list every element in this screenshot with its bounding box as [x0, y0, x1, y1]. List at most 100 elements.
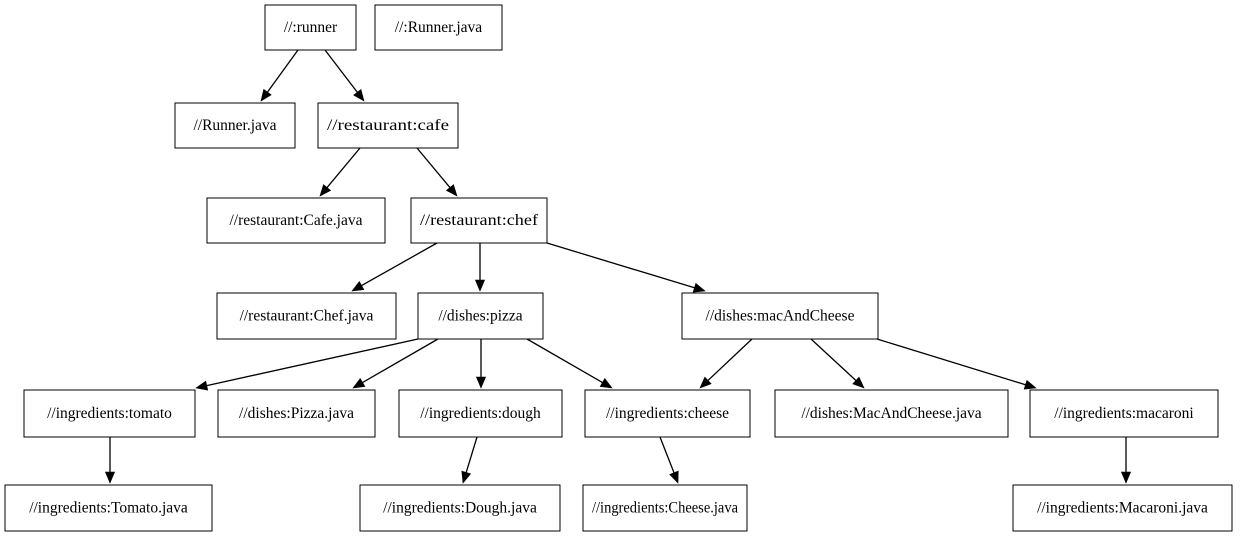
- edges-layer: [104, 49, 1132, 484]
- edge-line: [416, 147, 451, 188]
- edge-arrowhead-icon: [445, 184, 458, 197]
- node-label: //Runner.java: [193, 117, 276, 134]
- node-box[interactable]: [217, 389, 376, 438]
- node-box[interactable]: [4, 484, 213, 532]
- graph-edge: [319, 147, 361, 197]
- graph-node-MacAndCheese_java[interactable]: //dishes:MacAndCheese.java: [774, 389, 1009, 438]
- node-label: //ingredients:macaroni: [1054, 405, 1194, 422]
- node-label: //dishes:Pizza.java: [239, 405, 354, 422]
- node-label: //:Runner.java: [395, 19, 483, 36]
- node-box[interactable]: [1029, 389, 1219, 438]
- edge-arrowhead-icon: [475, 376, 487, 389]
- graph-edge: [351, 242, 438, 292]
- node-label: //dishes:MacAndCheese.java: [801, 405, 981, 422]
- node-box[interactable]: [584, 389, 751, 438]
- graph-node-Tomato_java[interactable]: //ingredients:Tomato.java: [4, 484, 213, 532]
- edge-arrowhead-icon: [353, 88, 365, 102]
- node-label: //ingredients:cheese: [606, 405, 729, 422]
- graph-node-Cafe_java[interactable]: //restaurant:Cafe.java: [206, 197, 386, 244]
- node-label: //ingredients:dough: [420, 405, 541, 422]
- node-box[interactable]: [1012, 484, 1233, 532]
- graph-edge: [526, 338, 613, 389]
- graph-node-chef[interactable]: //restaurant:chef: [410, 197, 548, 244]
- graph-node-Macaroni_java[interactable]: //ingredients:Macaroni.java: [1012, 484, 1233, 532]
- edge-arrowhead-icon: [1023, 379, 1037, 390]
- node-label: //:runner: [284, 19, 338, 36]
- graph-edge: [474, 243, 486, 292]
- node-box[interactable]: [582, 484, 748, 532]
- edge-line: [266, 49, 299, 93]
- edge-arrowhead-icon: [599, 377, 613, 389]
- graph-edge: [416, 147, 458, 197]
- edge-arrowhead-icon: [692, 282, 706, 293]
- edge-arrowhead-icon: [1120, 471, 1132, 484]
- edge-line: [659, 436, 675, 473]
- node-label: //restaurant:Cafe.java: [230, 212, 363, 229]
- graph-edge: [475, 339, 487, 389]
- edge-arrowhead-icon: [461, 470, 472, 484]
- edge-line: [707, 338, 753, 381]
- graph-node-tomato[interactable]: //ingredients:tomato: [23, 389, 196, 438]
- edge-line: [326, 147, 361, 188]
- edge-line: [362, 338, 439, 384]
- node-label: //ingredients:Macaroni.java: [1037, 500, 1208, 517]
- graph-edge: [876, 338, 1037, 390]
- node-box[interactable]: [398, 389, 563, 438]
- edge-arrowhead-icon: [319, 184, 332, 197]
- graph-node-dough[interactable]: //ingredients:dough: [398, 389, 563, 438]
- node-box[interactable]: [206, 197, 386, 244]
- node-box[interactable]: [410, 197, 548, 244]
- graph-edge: [195, 338, 419, 391]
- graph-node-cafe[interactable]: //restaurant:cafe: [317, 102, 459, 149]
- edge-line: [324, 49, 358, 93]
- edge-line: [546, 242, 695, 289]
- edge-line: [361, 242, 438, 287]
- edge-line: [526, 338, 603, 384]
- node-box[interactable]: [374, 4, 503, 51]
- node-label: //dishes:macAndCheese: [706, 308, 855, 325]
- node-box[interactable]: [417, 292, 544, 340]
- edge-arrowhead-icon: [104, 471, 116, 484]
- node-label: //ingredients:Dough.java: [383, 500, 537, 517]
- node-label: //dishes:pizza: [438, 308, 522, 325]
- graph-node-Dough_java[interactable]: //ingredients:Dough.java: [359, 484, 561, 532]
- node-box[interactable]: [264, 4, 357, 51]
- node-box[interactable]: [23, 389, 196, 438]
- node-box[interactable]: [317, 102, 459, 149]
- node-box[interactable]: [359, 484, 561, 532]
- node-label: //restaurant:Chef.java: [240, 308, 374, 325]
- graph-node-Runner_java[interactable]: //Runner.java: [174, 102, 296, 149]
- graph-node-Chef_java[interactable]: //restaurant:Chef.java: [216, 292, 397, 340]
- graph-node-runner[interactable]: //:runner: [264, 4, 357, 51]
- edge-line: [206, 338, 419, 387]
- graph-node-macAndCheese[interactable]: //dishes:macAndCheese: [681, 292, 879, 340]
- graph-node-Pizza_java[interactable]: //dishes:Pizza.java: [217, 389, 376, 438]
- graph-node-macaroni[interactable]: //ingredients:macaroni: [1029, 389, 1219, 438]
- node-label: //restaurant:cafe: [327, 117, 449, 134]
- node-box[interactable]: [174, 102, 296, 149]
- node-box[interactable]: [681, 292, 879, 340]
- graph-node-Cheese_java[interactable]: //ingredients:Cheese.java: [582, 484, 748, 532]
- edge-line: [810, 338, 857, 382]
- graph-node-root_Runner_java[interactable]: //:Runner.java: [374, 4, 503, 51]
- graph-edge: [352, 338, 439, 389]
- edge-arrowhead-icon: [195, 380, 209, 391]
- edge-arrowhead-icon: [351, 281, 365, 292]
- graph-edge: [1120, 437, 1132, 484]
- graph-edge: [546, 242, 706, 293]
- graph-edge: [659, 436, 679, 484]
- node-label: //restaurant:chef: [420, 212, 539, 229]
- graph-node-cheese[interactable]: //ingredients:cheese: [584, 389, 751, 438]
- edge-arrowhead-icon: [260, 88, 272, 102]
- edge-arrowhead-icon: [352, 377, 366, 389]
- graph-edge: [324, 49, 365, 102]
- node-box[interactable]: [774, 389, 1009, 438]
- edge-arrowhead-icon: [474, 279, 486, 292]
- graph-edge: [461, 436, 478, 484]
- edge-arrowhead-icon: [852, 376, 865, 389]
- graph-node-pizza[interactable]: //dishes:pizza: [417, 292, 544, 340]
- node-box[interactable]: [216, 292, 397, 340]
- node-label: //ingredients:tomato: [47, 405, 172, 422]
